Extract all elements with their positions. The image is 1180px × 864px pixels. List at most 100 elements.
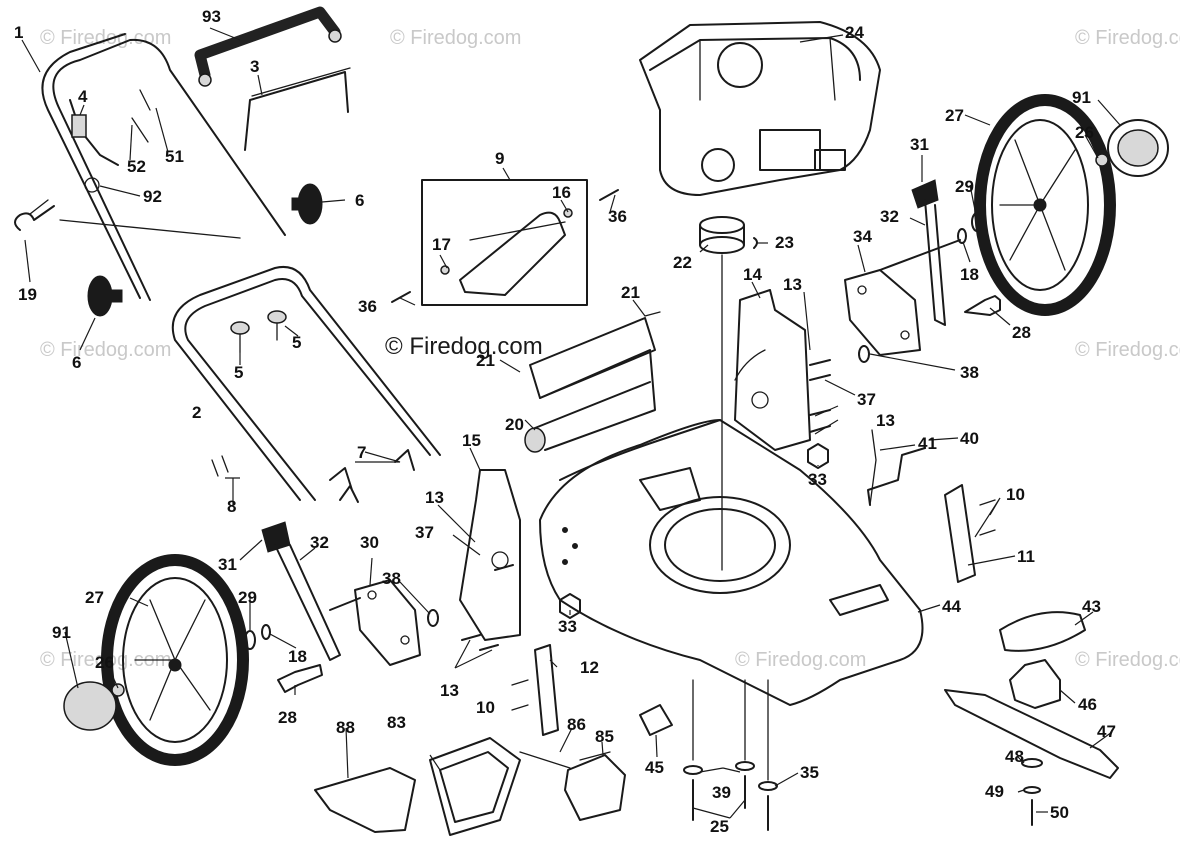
- callout-5: 5: [234, 363, 243, 382]
- right-hub-cap: [1095, 119, 1169, 177]
- rear-flap: [524, 311, 661, 453]
- callout-39: 39: [712, 783, 731, 802]
- mower-deck: [539, 419, 924, 706]
- callout-13: 13: [876, 411, 895, 430]
- handle-knobs: [87, 183, 323, 317]
- axle-bracket-34: [844, 239, 961, 356]
- adjuster-bolts-left: [461, 564, 514, 651]
- callout-24: 24: [845, 23, 864, 42]
- callout-13: 13: [440, 681, 459, 700]
- callout-5: 5: [292, 333, 301, 352]
- axle-bracket-30: [329, 579, 421, 666]
- callout-50: 50: [1050, 803, 1069, 822]
- callout-93: 93: [202, 7, 221, 26]
- upper-handle: [41, 33, 286, 301]
- left-washers: [244, 609, 439, 650]
- watermark: © Firedog.com: [735, 649, 866, 671]
- left-height-lever: [261, 521, 341, 661]
- callout-36: 36: [608, 207, 627, 226]
- callout-10: 10: [1006, 485, 1025, 504]
- callout-37: 37: [415, 523, 434, 542]
- callout-43: 43: [1082, 597, 1101, 616]
- cable-clips: [211, 449, 415, 503]
- callout-19: 19: [18, 285, 37, 304]
- left-wheel: [101, 554, 249, 766]
- callout-31: 31: [910, 135, 929, 154]
- callout-6: 6: [72, 353, 81, 372]
- callout-13: 13: [425, 488, 444, 507]
- watermark: © Firedog.com: [1075, 27, 1180, 49]
- callout-36: 36: [358, 297, 377, 316]
- left-axle-bolt: [277, 664, 323, 693]
- deck-fasteners: [683, 679, 778, 831]
- callout-38: 38: [960, 363, 979, 382]
- cable-clip-parts: [69, 89, 151, 193]
- callout-52: 52: [127, 157, 146, 176]
- callout-4: 4: [78, 87, 88, 106]
- callout-29: 29: [238, 588, 257, 607]
- callout-83: 83: [387, 713, 406, 732]
- callout-86: 86: [567, 715, 586, 734]
- adjuster-bolts-right: [809, 359, 831, 433]
- callout-13: 13: [783, 275, 802, 294]
- callout-12: 12: [580, 658, 599, 677]
- callout-48: 48: [1005, 747, 1024, 766]
- callout-32: 32: [310, 533, 329, 552]
- rear-door-85-86: [519, 751, 626, 821]
- handle-bolts: [230, 310, 287, 353]
- right-wheel: [974, 94, 1116, 316]
- callout-91: 91: [52, 623, 71, 642]
- callout-30: 30: [360, 533, 379, 552]
- callout-labels: 1 2 3 4 5 5 6 6 7 8 9 10 10 11 12 13 13 …: [14, 7, 1116, 836]
- right-plate-11: [944, 484, 996, 583]
- callout-44: 44: [942, 597, 961, 616]
- callout-35: 35: [800, 763, 819, 782]
- callout-41: 41: [918, 434, 937, 453]
- mulch-plug-88: [314, 767, 416, 833]
- callout-92: 92: [143, 187, 162, 206]
- right-washer-38: [858, 345, 870, 363]
- callout-91: 91: [1072, 88, 1091, 107]
- bolts-36: [391, 189, 619, 303]
- callout-17: 17: [432, 235, 451, 254]
- callout-47: 47: [1097, 722, 1116, 741]
- blade-assembly: [944, 611, 1119, 826]
- callout-31: 31: [218, 555, 237, 574]
- callout-27: 27: [85, 588, 104, 607]
- callout-23: 23: [775, 233, 794, 252]
- callout-34: 34: [853, 227, 872, 246]
- callout-7: 7: [357, 443, 366, 462]
- baffle-45: [639, 704, 673, 736]
- rear-rod: [867, 429, 926, 506]
- watermarks: © Firedog.com © Firedog.com © Firedog.co…: [40, 27, 1180, 671]
- callout-32: 32: [880, 207, 899, 226]
- left-hub-cap: [63, 681, 125, 731]
- callout-8: 8: [227, 497, 236, 516]
- cable-end: [14, 199, 55, 231]
- callout-21: 21: [621, 283, 640, 302]
- control-bail: [244, 67, 351, 151]
- watermark: © Firedog.com: [1075, 339, 1180, 361]
- callout-33: 33: [558, 617, 577, 636]
- center-watermark: © Firedog.com: [385, 333, 543, 360]
- callout-14: 14: [743, 265, 762, 284]
- watermark: © Firedog.com: [40, 339, 171, 361]
- watermark: © Firedog.com: [390, 27, 521, 49]
- callout-29: 29: [955, 177, 974, 196]
- deflector-kit-box: [421, 179, 588, 306]
- left-plate-12: [511, 644, 559, 736]
- watermark: © Firedog.com: [40, 27, 171, 49]
- callout-27: 27: [945, 106, 964, 125]
- right-washers: [957, 212, 983, 244]
- callout-37: 37: [857, 390, 876, 409]
- right-height-lever: [911, 179, 946, 326]
- callout-46: 46: [1078, 695, 1097, 714]
- callout-10: 10: [476, 698, 495, 717]
- handle-grip: [194, 6, 342, 87]
- callout-22: 22: [673, 253, 692, 272]
- watermark: © Firedog.com: [1075, 649, 1180, 671]
- callout-45: 45: [645, 758, 664, 777]
- callout-9: 9: [495, 149, 504, 168]
- callout-49: 49: [985, 782, 1004, 801]
